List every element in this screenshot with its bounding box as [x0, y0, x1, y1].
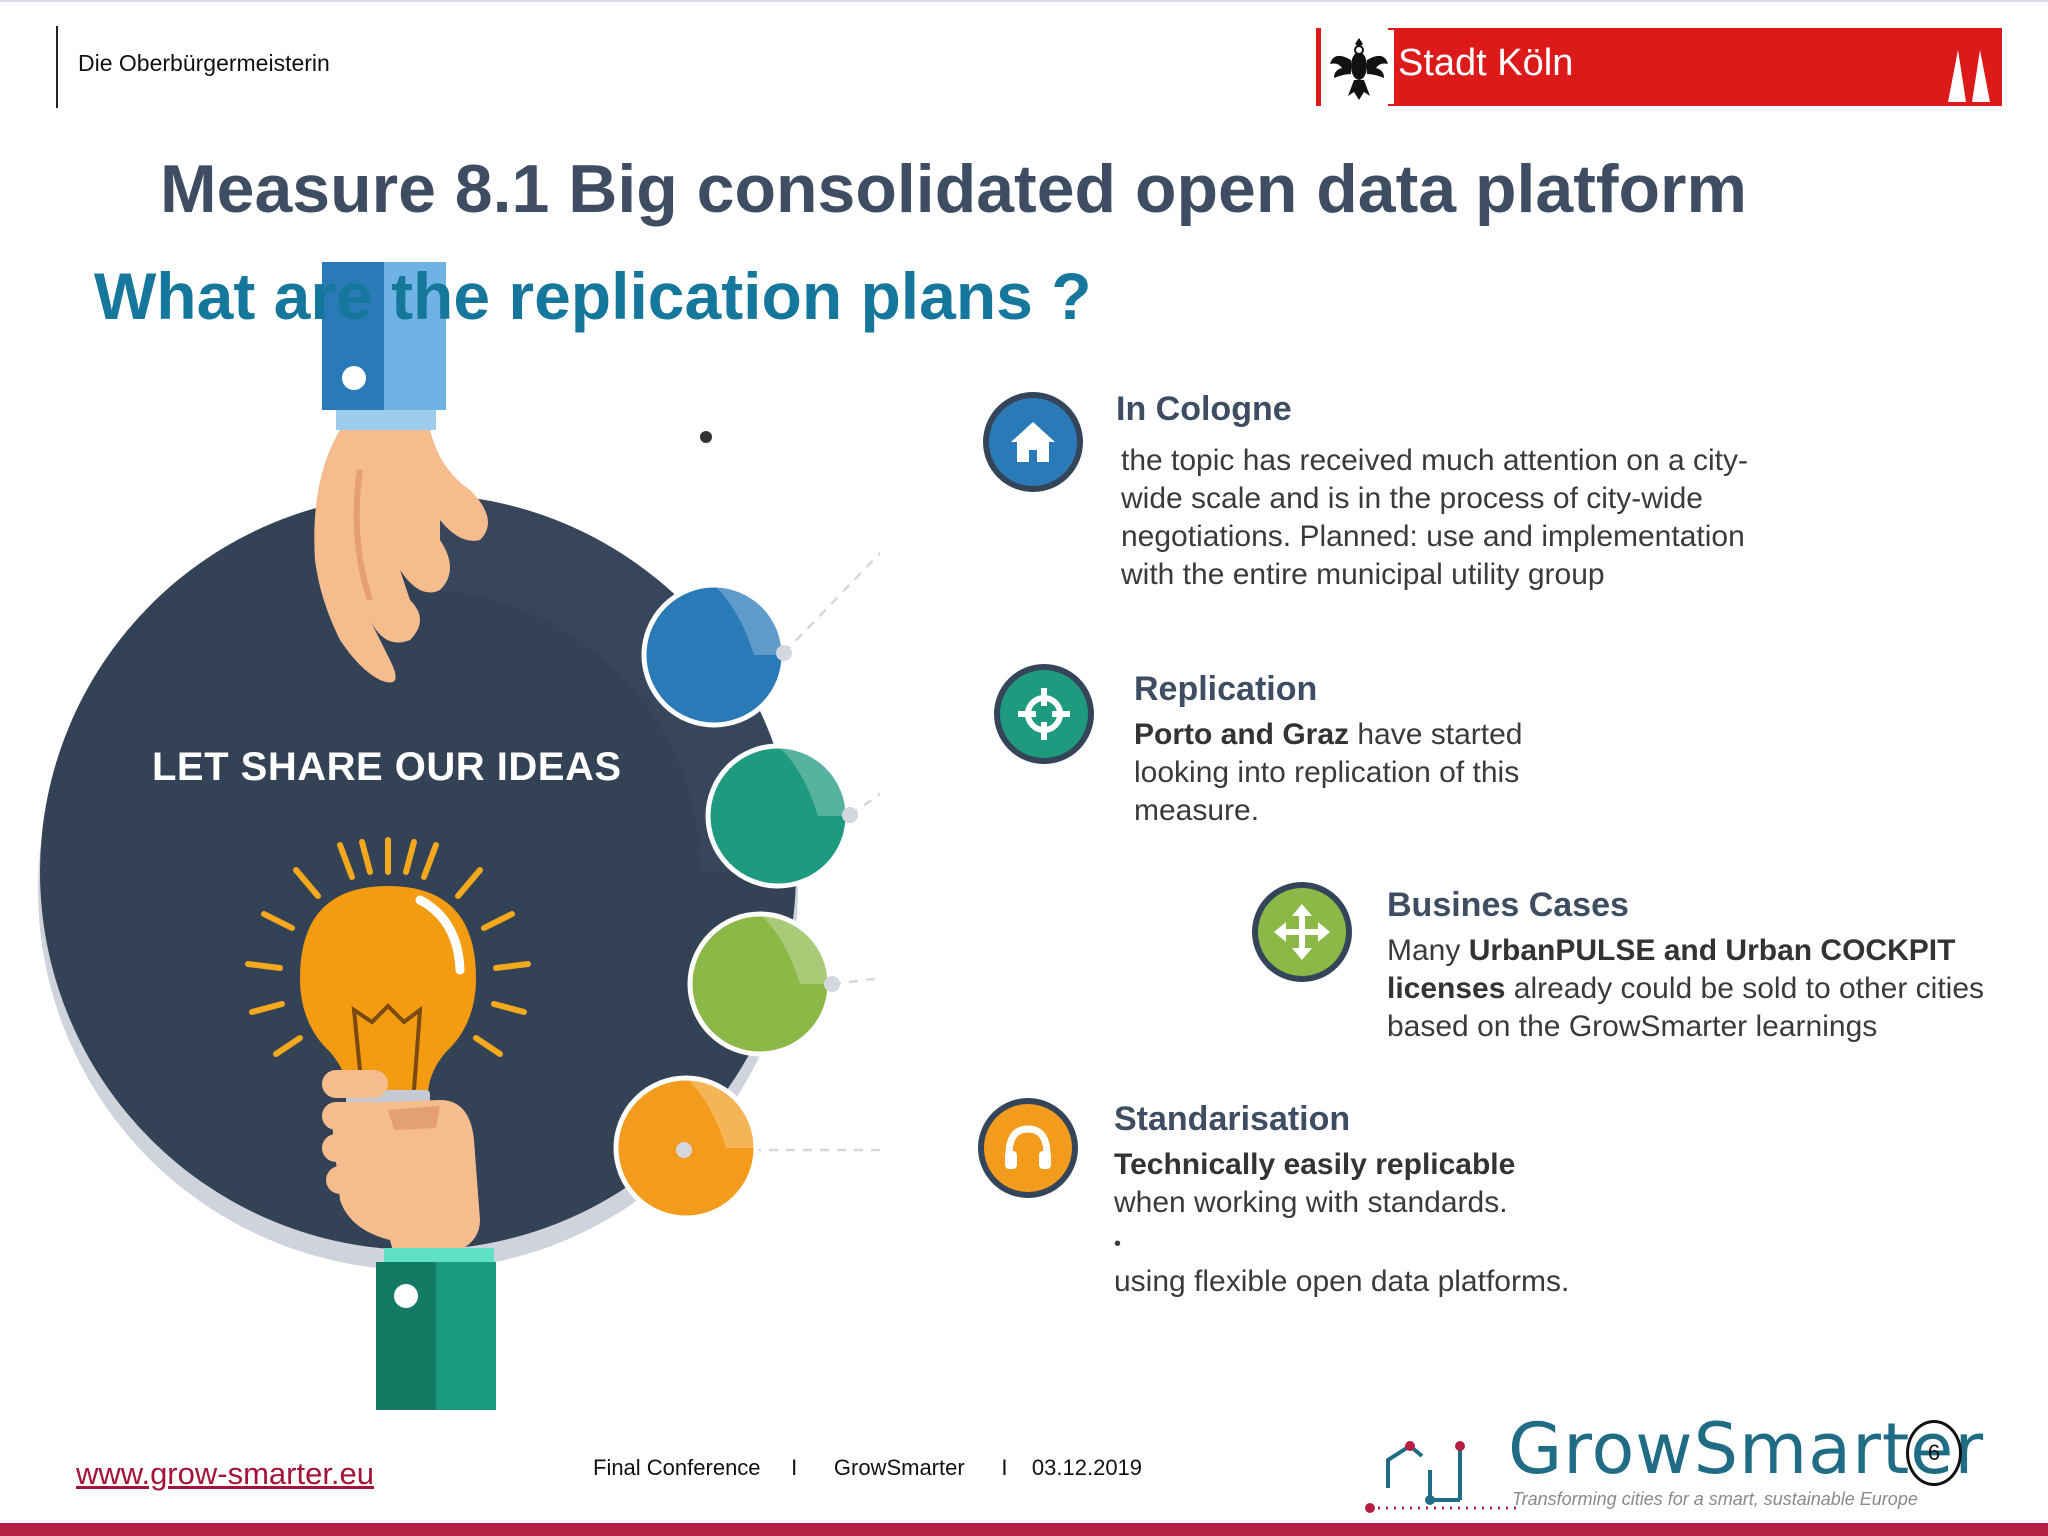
footer-bar	[0, 1523, 2048, 1536]
event-info: Final Conference I GrowSmarter I 03.12.2…	[593, 1455, 1143, 1480]
home-icon-badge	[983, 392, 1083, 492]
section-body-cologne: the topic has received much attention on…	[1121, 444, 1749, 591]
page-title: Measure 8.1 Big consolidated open data p…	[160, 151, 1747, 227]
section-heading-replication: Replication	[1134, 670, 1318, 708]
lower-hand	[322, 1070, 496, 1410]
page-number: 6	[1906, 1420, 1962, 1486]
idea-illustration	[38, 262, 880, 1410]
step-circles	[613, 582, 851, 1221]
growsmarter-wordmark: GrowSmarter	[1508, 1408, 1985, 1490]
cathedral-spires-icon	[1948, 50, 1990, 102]
website-link[interactable]: www.grow-smarter.eu	[76, 1456, 375, 1491]
headphones-icon	[1005, 1125, 1051, 1169]
replication-highlight: Porto and Graz	[1134, 718, 1350, 751]
crosshair-icon-badge	[994, 664, 1094, 764]
stray-dot	[700, 431, 712, 443]
header-divider	[56, 26, 58, 108]
crosshair-icon	[1018, 688, 1070, 740]
stadt-koeln-logo: Stadt Köln	[1316, 28, 2002, 106]
upper-hand	[314, 262, 488, 683]
bullet: •	[1114, 1233, 1122, 1255]
section-heading-business: Busines Cases	[1387, 886, 1629, 924]
growsmarter-tagline: Transforming cities for a smart, sustain…	[1512, 1489, 1918, 1509]
section-heading-cologne: In Cologne	[1116, 390, 1292, 428]
move-arrows-icon	[1274, 904, 1330, 960]
business-highlight: UrbanPULSE and Urban COCKPIT licenses	[1387, 934, 1956, 1005]
section-body-standards: Technically easily replicable when worki…	[1114, 1148, 1570, 1298]
section-body-business: Many UrbanPULSE and Urban COCKPIT licens…	[1387, 934, 1985, 1043]
slogan: LET SHARE OUR IDEAS	[152, 745, 622, 789]
page-subtitle: What are the replication plans ?	[94, 259, 1092, 333]
eagle-crest-icon	[1324, 30, 1394, 104]
growsmarter-logo-icon	[1365, 1441, 1520, 1513]
bulb-rays	[245, 837, 531, 1057]
dark-disc	[40, 494, 796, 1250]
office-label: Die Oberbürgermeisterin	[78, 50, 330, 76]
section-heading-standards: Standarisation	[1114, 1100, 1351, 1138]
section-body-replication: Porto and Graz have started looking into…	[1134, 718, 1523, 827]
headphones-icon-badge	[978, 1098, 1078, 1198]
home-icon	[1011, 422, 1055, 462]
standards-highlight: Technically easily replicable	[1114, 1148, 1516, 1181]
city-name: Stadt Köln	[1398, 42, 1574, 84]
top-border	[0, 0, 2048, 2]
move-icon-badge	[1252, 882, 1352, 982]
